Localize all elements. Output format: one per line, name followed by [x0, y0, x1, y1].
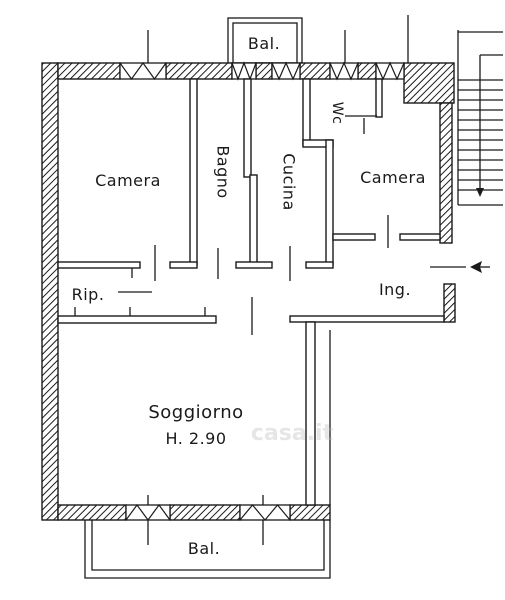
window — [329, 61, 359, 81]
wall-soggiorno-right — [305, 321, 316, 506]
label-cucina: Cucina — [280, 153, 299, 211]
wall-cucina-camera — [325, 139, 334, 266]
wall-top — [299, 62, 331, 80]
label-ripostiglio: Rip. — [72, 285, 105, 304]
label-camera-left: Camera — [95, 171, 161, 190]
label-ceiling-height: H. 2.90 — [165, 429, 226, 448]
wall-cucina-wc — [302, 78, 311, 146]
wall-camera-right-bottom — [332, 233, 376, 241]
wall-wc-camera — [375, 78, 383, 118]
balcony-bottom-inner — [91, 520, 325, 571]
wall-corridor-top — [169, 261, 198, 269]
wall-camera-bagno — [189, 78, 198, 266]
wall-corridor-top — [305, 261, 334, 269]
stair-direction-arrow-icon — [476, 55, 484, 197]
window — [119, 61, 167, 81]
label-soggiorno: Soggiorno — [148, 402, 243, 423]
wall-top — [357, 62, 377, 80]
label-bagno: Bagno — [214, 145, 233, 198]
staircase — [457, 30, 503, 206]
window — [231, 61, 257, 81]
wall-top — [165, 62, 233, 80]
wall-bottom — [169, 504, 241, 521]
wall-right-lower — [443, 283, 456, 323]
entrance-arrow-icon — [470, 261, 490, 273]
room-labels: Camera Bagno Cucina Wc Camera Rip. Ing. … — [72, 34, 426, 558]
window — [125, 503, 171, 522]
windows — [119, 61, 405, 522]
wall-left — [41, 62, 59, 521]
wall-top — [255, 62, 273, 80]
top-guide-lines — [147, 15, 409, 63]
wall-camera-right-bottom — [399, 233, 441, 241]
balcony-bottom-outline — [84, 520, 331, 579]
wall-right — [439, 102, 453, 244]
wall-bottom — [57, 504, 127, 521]
window — [375, 61, 405, 81]
interior-walls — [57, 78, 445, 506]
doors — [74, 115, 490, 335]
label-balcony-top: Bal. — [248, 34, 280, 53]
wall-bagno-cucina-jog — [249, 174, 258, 266]
wall-soggiorno-top — [289, 315, 445, 323]
label-wc: Wc — [329, 102, 345, 125]
wall-soggiorno-top — [57, 315, 217, 324]
wall-top — [57, 62, 121, 80]
label-ingresso: Ing. — [379, 280, 411, 299]
window — [271, 61, 301, 81]
wall-corridor-top — [235, 261, 273, 269]
label-balcony-bottom: Bal. — [188, 539, 220, 558]
wall-corridor-top — [57, 261, 141, 269]
window — [239, 504, 291, 521]
exterior-walls — [41, 62, 456, 521]
watermark: casa.it — [251, 421, 334, 446]
wall-bagno-cucina — [243, 78, 252, 178]
label-camera-right: Camera — [360, 168, 426, 187]
wall-top-right-block — [403, 62, 455, 104]
wall-bottom — [289, 504, 331, 521]
